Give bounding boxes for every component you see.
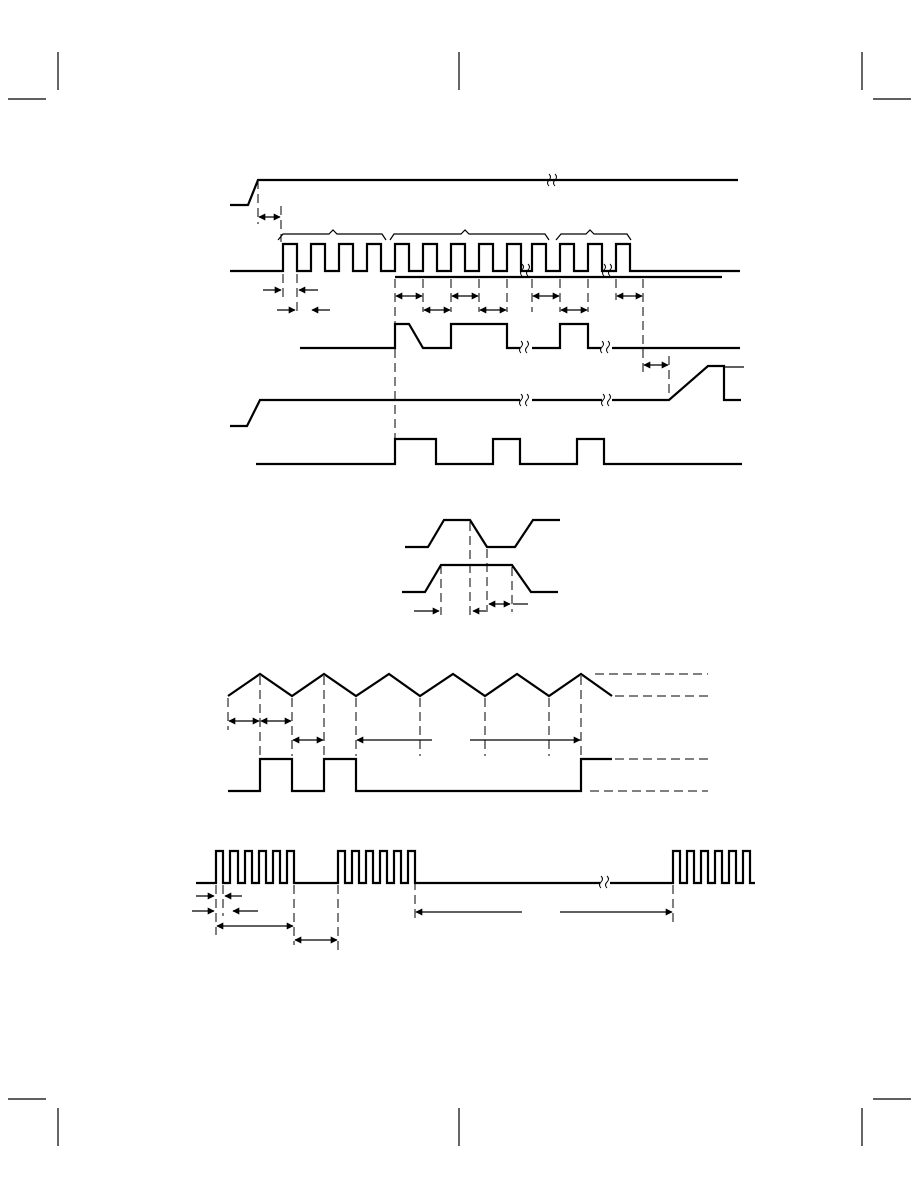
waveform-supply <box>230 178 738 207</box>
waveform-clock <box>230 242 740 273</box>
break-mark <box>600 340 610 354</box>
break-mark <box>599 875 609 889</box>
crop-marks <box>8 52 911 1146</box>
timing-diagram-1 <box>230 173 744 466</box>
break-mark <box>601 393 611 407</box>
group-bracket <box>389 229 550 241</box>
timing-diagram-3 <box>227 672 708 793</box>
group-bracket <box>555 229 632 241</box>
waveform-load <box>230 364 741 428</box>
waveform-pwm <box>228 757 612 793</box>
timing-diagram-4 <box>192 849 755 952</box>
waveform-input <box>405 518 560 549</box>
waveform-output <box>256 437 742 466</box>
waveform-response <box>402 563 558 594</box>
waveform-triangle <box>227 672 613 698</box>
waveform-data <box>300 322 740 350</box>
break-mark <box>519 393 529 407</box>
waveform-burst <box>196 849 755 885</box>
break-mark <box>519 340 529 354</box>
break-mark <box>602 263 612 277</box>
timing-diagram-2 <box>402 518 560 615</box>
break-mark <box>520 263 530 277</box>
break-mark <box>547 173 557 187</box>
group-bracket <box>277 229 387 241</box>
